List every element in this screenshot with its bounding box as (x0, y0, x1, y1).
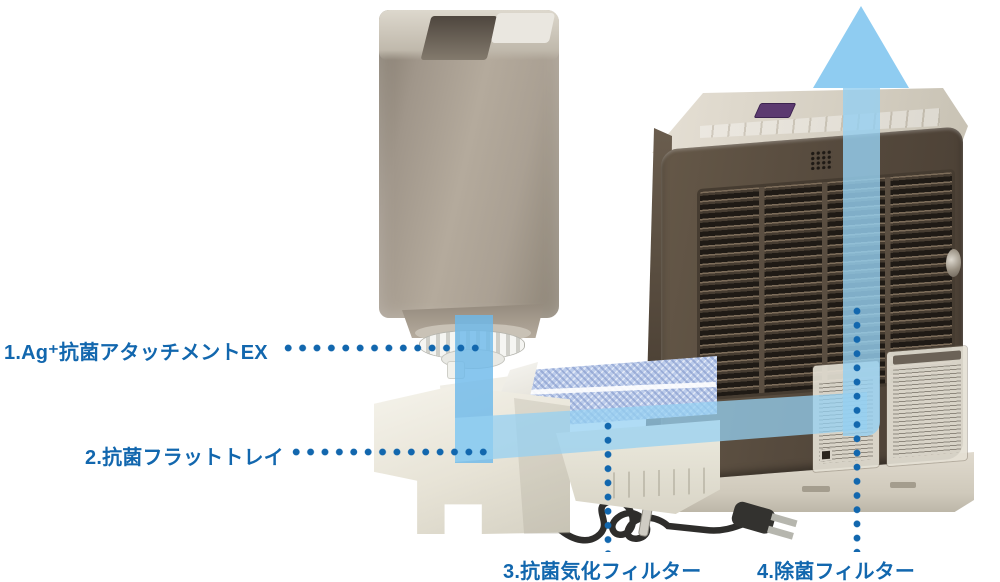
leader-line-attachment (281, 344, 481, 352)
qr-code (820, 448, 832, 462)
label-antibacterial-flat-tray: 2.抗菌フラットトレイ (85, 447, 284, 469)
base-slot (802, 486, 830, 492)
vent-hole-grid (810, 149, 833, 171)
warning-header (893, 350, 961, 365)
label-ag-antibacterial-attachment: 1.Ag⁺抗菌アタッチメントEX (4, 342, 268, 364)
power-cord (556, 493, 798, 544)
water-tank (379, 10, 559, 318)
unit-handle-accent (753, 103, 797, 118)
warning-label-sticker (887, 345, 967, 467)
airflow-up-shaft (843, 86, 880, 436)
tank-handle-recess (420, 16, 498, 60)
label-sterilizing-filter: 4.除菌フィルター (757, 561, 916, 582)
sticker-text-lines (893, 364, 961, 458)
panel-latch-knob (946, 248, 961, 278)
airflow-arrowhead-icon (813, 6, 909, 88)
tank-top-highlight (490, 13, 556, 43)
cord-coil (556, 497, 752, 544)
label-antibacterial-vaporizing-filter: 3.抗菌気化フィルター (503, 561, 702, 582)
leader-line-vaporizing-filter (604, 419, 612, 552)
leader-line-tray (289, 448, 489, 456)
leader-line-sterilizing-filter (853, 304, 861, 552)
base-slot (890, 482, 916, 488)
power-plug (731, 501, 798, 540)
